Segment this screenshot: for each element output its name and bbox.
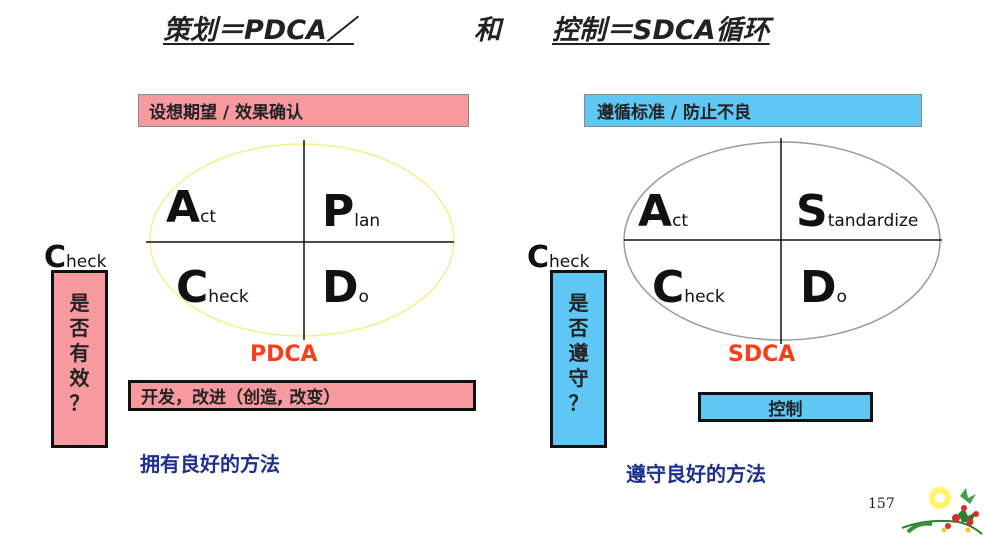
sdca-goal-text: 遵循标准 / 防止不良: [597, 103, 752, 123]
pdca-act-label: Act: [166, 182, 217, 233]
sdca-comply-box: 是 否 遵 守 ？: [550, 270, 607, 448]
title-sdca: 控制＝SDCA循环: [552, 15, 770, 46]
pdca-cycle-label: PDCA: [250, 342, 318, 367]
pdca-goal-box: 设想期望 / 效果确认: [138, 94, 469, 127]
pdca-goal-text: 设想期望 / 效果确认: [149, 103, 304, 123]
sdca-goal-box: 遵循标准 / 防止不良: [584, 94, 922, 127]
sdca-do-label: Do: [800, 262, 847, 313]
sdca-check-label: Check: [652, 262, 725, 313]
pdca-improve-box: 开发，改进（创造, 改变）: [128, 380, 476, 411]
page-number: 157: [868, 496, 895, 512]
sdca-standardize-label: Standardize: [796, 186, 919, 237]
pdca-side-check-label: Check: [44, 240, 107, 275]
sdca-method-text: 遵守良好的方法: [626, 462, 766, 486]
page-title: 策划＝PDCA／ 和 控制＝SDCA循环: [0, 8, 984, 48]
sdca-side-check-label: Check: [527, 240, 590, 275]
title-pdca: 策划＝PDCA／: [163, 15, 354, 46]
pdca-method-text: 拥有良好的方法: [140, 452, 280, 476]
sdca-control-box: 控制: [698, 392, 873, 422]
pdca-do-label: Do: [322, 262, 369, 313]
pdca-plan-label: Plan: [322, 186, 381, 237]
pdca-improve-text: 开发，改进（创造, 改变）: [141, 388, 341, 408]
sdca-control-text: 控制: [768, 399, 803, 420]
pdca-check-label: Check: [176, 262, 249, 313]
title-and: 和: [474, 15, 501, 46]
pdca-circle: [149, 143, 455, 337]
pdca-circle-diagram: [146, 140, 455, 340]
pdca-effective-box: 是 否 有 效 ？: [51, 270, 108, 448]
sdca-cycle-label: SDCA: [728, 342, 796, 367]
sdca-act-label: Act: [638, 186, 689, 237]
sdca-circle-diagram: [623, 138, 942, 344]
christmas-flower-icon: [901, 487, 983, 535]
sdca-circle: [623, 141, 941, 341]
